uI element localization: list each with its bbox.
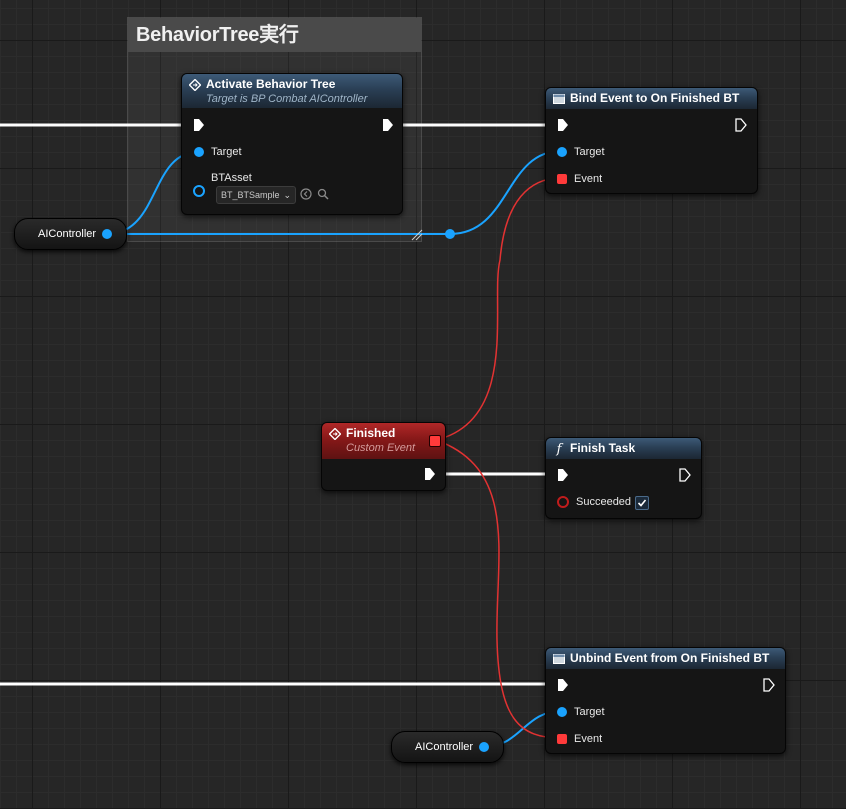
finish-task-node-header: f Finish Task [546, 438, 701, 459]
succeeded-checkbox[interactable] [635, 496, 649, 510]
succeeded-pin-label: Succeeded [576, 496, 632, 508]
function-f-icon: f [556, 441, 562, 457]
object-out-pin[interactable] [479, 742, 489, 752]
finish-task-node-title: Finish Task [570, 441, 636, 455]
reroute-knot [445, 229, 455, 239]
target-pin-label: Target [574, 706, 605, 718]
target-pin-label: Target [574, 146, 605, 158]
exec-in-pin[interactable] [557, 468, 569, 487]
comment-title[interactable]: BehaviorTree実行 [128, 18, 421, 52]
delegate-pin-icon [557, 734, 567, 744]
object-out-pin[interactable] [102, 229, 112, 239]
event-pin[interactable]: Event [557, 733, 602, 745]
delegate-out-pin[interactable] [429, 435, 441, 447]
exec-out-pin-empty[interactable] [735, 118, 747, 137]
activate-behavior-tree-node[interactable]: Activate Behavior Tree Target is BP Comb… [181, 73, 403, 215]
object-wire-reroute-to-bind [449, 150, 562, 235]
chevron-down-icon: ⌄ [283, 189, 292, 200]
bool-pin-icon [557, 496, 569, 508]
getter-label: AIController [38, 228, 97, 240]
object-pin-icon [557, 147, 567, 157]
event-pin[interactable]: Event [557, 173, 602, 185]
bind-node-title: Bind Event to On Finished BT [570, 91, 740, 105]
activate-node-title: Activate Behavior Tree [206, 77, 336, 91]
succeeded-pin[interactable]: Succeeded [557, 496, 631, 508]
finish-task-node[interactable]: f Finish Task Succeeded [545, 437, 702, 519]
target-pin-label: Target [211, 146, 242, 158]
magnifier-icon[interactable] [317, 188, 329, 203]
bind-node-header: Bind Event to On Finished BT [546, 88, 757, 109]
comment-resize-grip [411, 229, 423, 241]
exec-out-pin-empty[interactable] [763, 678, 775, 697]
exec-in-pin[interactable] [557, 118, 569, 137]
delegate-pin-icon [557, 174, 567, 184]
event-pin-label: Event [574, 173, 603, 185]
finished-node-title: Finished [346, 426, 396, 440]
object-ring-pin-icon[interactable] [193, 185, 205, 197]
activate-node-header: Activate Behavior Tree Target is BP Comb… [182, 74, 402, 108]
exec-out-pin-empty[interactable] [679, 468, 691, 487]
window-icon [553, 653, 565, 665]
window-icon [553, 93, 565, 105]
aicontroller-getter-node[interactable]: AIController [14, 218, 127, 250]
unbind-event-node[interactable]: Unbind Event from On Finished BT Target … [545, 647, 786, 754]
browse-arrow-icon[interactable] [300, 188, 312, 203]
bt-asset-pin[interactable]: BTAsset [194, 172, 252, 184]
diamond-arrow-icon [189, 79, 201, 91]
unbind-node-header: Unbind Event from On Finished BT [546, 648, 785, 669]
finished-node-header: Finished Custom Event [322, 423, 445, 459]
exec-in-pin[interactable] [557, 678, 569, 697]
exec-in-pin[interactable] [193, 118, 205, 137]
unbind-node-title: Unbind Event from On Finished BT [570, 651, 770, 665]
aicontroller-getter-node-2[interactable]: AIController [391, 731, 504, 763]
diamond-arrow-icon [329, 428, 341, 440]
bind-event-node[interactable]: Bind Event to On Finished BT Target Even… [545, 87, 758, 194]
bt-asset-value: BT_BTSample [221, 190, 280, 200]
delegate-wire-to-bind [435, 177, 562, 441]
object-pin-icon [194, 147, 204, 157]
target-pin[interactable]: Target [194, 146, 242, 158]
activate-node-subtitle: Target is BP Combat AIController [206, 93, 368, 105]
bt-asset-pin-label: BTAsset [211, 172, 252, 184]
target-pin[interactable]: Target [557, 146, 605, 158]
checkmark-icon [637, 499, 647, 507]
bt-asset-dropdown[interactable]: BT_BTSample ⌄ [216, 186, 296, 204]
target-pin[interactable]: Target [557, 706, 605, 718]
object-pin-icon [557, 707, 567, 717]
getter-label: AIController [415, 741, 474, 753]
exec-out-pin[interactable] [382, 118, 394, 137]
finished-custom-event-node[interactable]: Finished Custom Event [321, 422, 446, 491]
event-pin-label: Event [574, 733, 603, 745]
exec-out-pin[interactable] [424, 467, 436, 486]
finished-node-subtitle: Custom Event [346, 442, 416, 454]
delegate-wire-to-unbind [435, 439, 562, 739]
